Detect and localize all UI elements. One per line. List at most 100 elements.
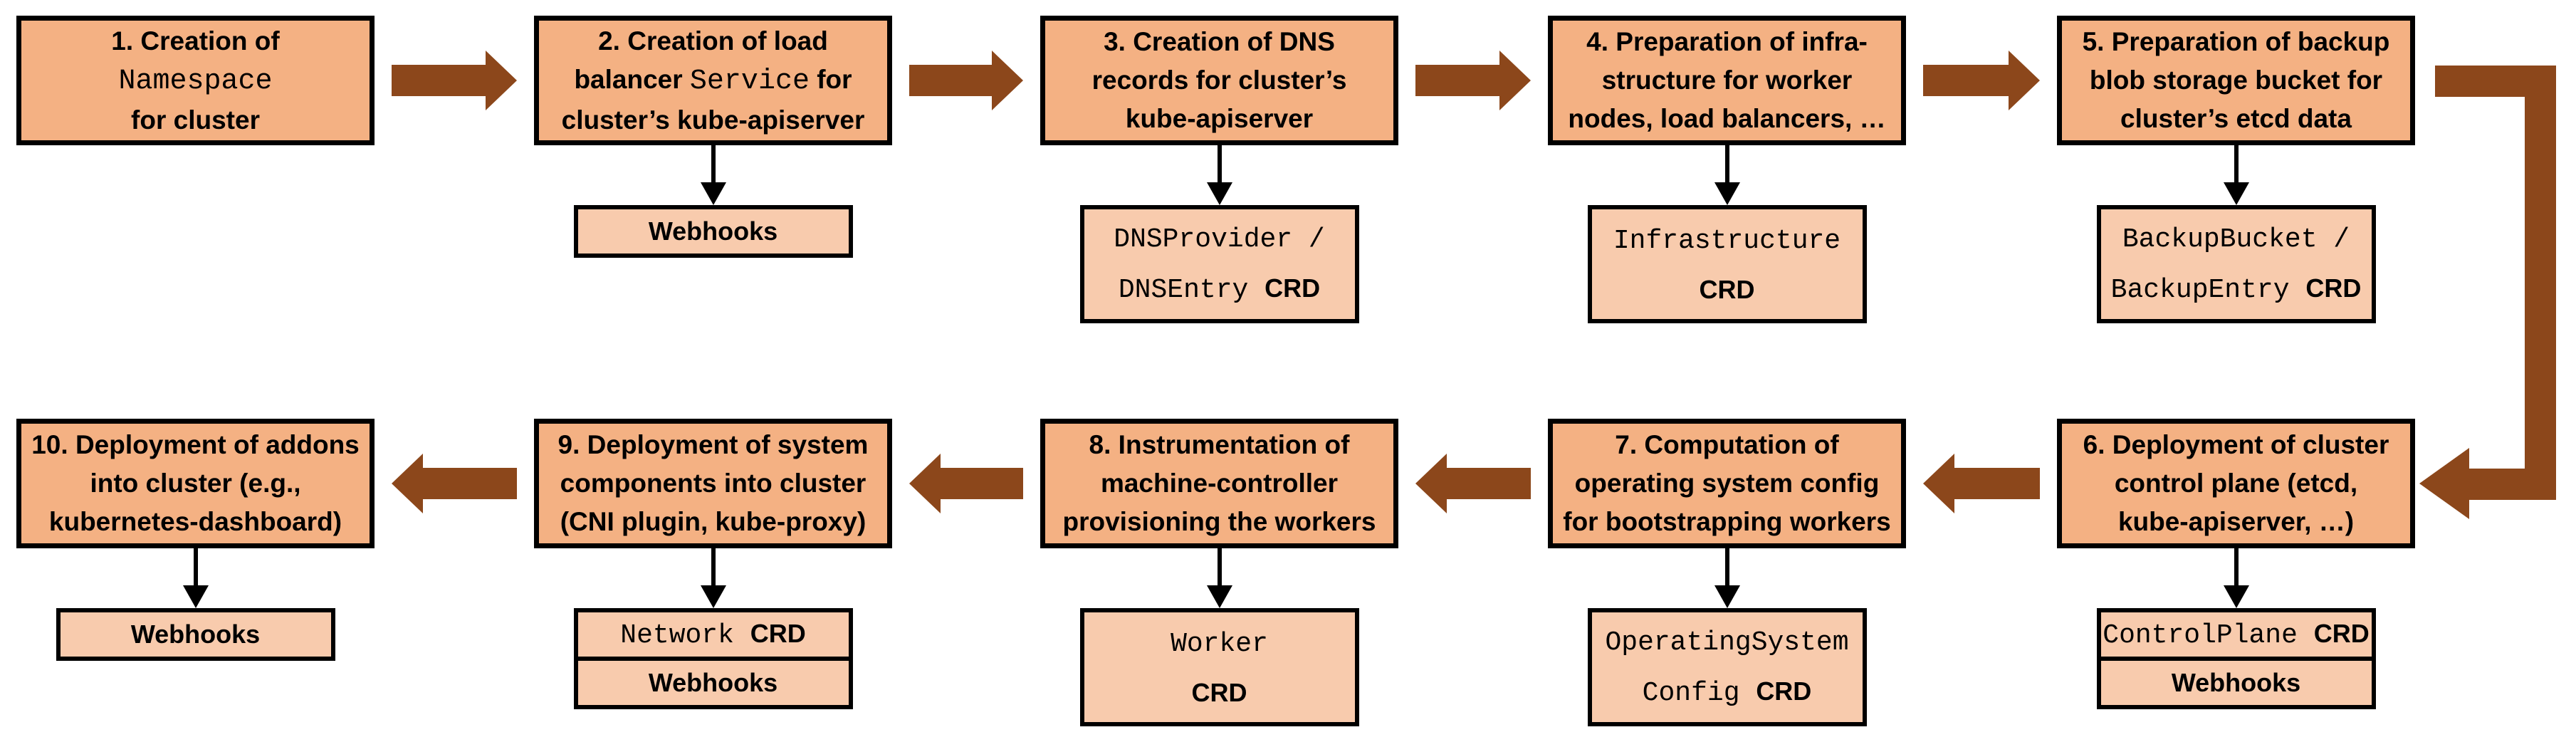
flow-arrow-1-2-head xyxy=(486,51,517,110)
label-text: CRD xyxy=(1699,274,1755,304)
text-line: kubernetes-dashboard) xyxy=(49,503,342,541)
text-line: CRD xyxy=(1192,669,1247,717)
down-arrowhead-9 xyxy=(700,585,726,608)
text-line: 9. Deployment of system xyxy=(558,426,869,464)
step-9-subbox-1: Network CRD xyxy=(573,608,853,661)
down-arrow-5 xyxy=(2234,145,2239,184)
down-arrowhead-4 xyxy=(1714,182,1740,205)
text-line: ControlPlane CRD xyxy=(2103,610,2369,660)
flow-arrow-6-7-head xyxy=(1923,454,1954,513)
flow-arrow-4-5-head xyxy=(2009,51,2040,110)
label-text: 6. Deployment of cluster xyxy=(2083,430,2389,459)
text-line: kube-apiserver, …) xyxy=(2118,503,2354,541)
label-text: Webhooks xyxy=(130,620,261,649)
label-text: balancer xyxy=(574,64,690,94)
flow-arrow-5-6-vertical xyxy=(2525,66,2556,500)
code-text: Worker xyxy=(1171,628,1268,659)
label-text: CRD xyxy=(1265,273,1321,303)
text-line: 8. Instrumentation of xyxy=(1089,426,1350,464)
step-9-box: 9. Deployment of system components into c… xyxy=(534,419,892,548)
down-arrow-3 xyxy=(1217,145,1222,184)
text-line: kube-apiserver xyxy=(1126,100,1313,138)
text-line: for cluster xyxy=(131,101,260,140)
text-line: CRD xyxy=(1700,266,1755,314)
label-text: 9. Deployment of system xyxy=(557,430,869,459)
text-line: 10. Deployment of addons xyxy=(31,426,360,464)
down-arrowhead-10 xyxy=(182,585,209,608)
label-text: CRD xyxy=(2305,273,2362,303)
flow-arrow-5-6-bottom xyxy=(2465,469,2556,500)
text-line: BackupEntry CRD xyxy=(2111,264,2362,315)
label-text: control plane (etcd, xyxy=(2114,469,2358,498)
text-line: Webhooks xyxy=(2172,659,2300,707)
text-line: Network CRD xyxy=(620,610,805,660)
down-arrowhead-6 xyxy=(2223,585,2249,608)
label-text: Webhooks xyxy=(2171,668,2301,697)
text-line: structure for worker xyxy=(1602,61,1853,100)
label-text: blob storage bucket for xyxy=(2089,66,2383,95)
text-line: components into cluster xyxy=(560,464,866,503)
text-line: 1. Creation of xyxy=(111,22,279,61)
down-arrow-10 xyxy=(193,548,198,587)
label-text: cluster’s kube-apiserver xyxy=(561,105,865,135)
label-text: (CNI plugin, kube-proxy) xyxy=(560,507,866,536)
text-line: cluster’s kube-apiserver xyxy=(562,101,865,140)
label-text: 5. Preparation of backup xyxy=(2082,27,2390,56)
text-line: OperatingSystem xyxy=(1605,617,1848,667)
flow-arrow-8-9-head xyxy=(909,454,941,513)
label-text: 8. Instrumentation of xyxy=(1089,430,1350,459)
text-line: Worker xyxy=(1171,618,1268,669)
label-text: CRD xyxy=(1756,676,1812,706)
step-5-box: 5. Preparation of backup blob storage buc… xyxy=(2057,16,2415,145)
text-line: 3. Creation of DNS xyxy=(1104,23,1335,61)
code-text: Namespace xyxy=(118,65,273,98)
label-text: CRD xyxy=(750,618,806,648)
step-9-subbox-2: Webhooks xyxy=(573,657,853,709)
code-text: Network xyxy=(620,620,750,651)
text-line: (CNI plugin, kube-proxy) xyxy=(560,503,866,541)
label-text: kubernetes-dashboard) xyxy=(48,507,342,536)
label-text: nodes, load balancers, … xyxy=(1568,104,1886,133)
text-line: 2. Creation of load xyxy=(598,22,828,61)
label-text: provisioning the workers xyxy=(1062,507,1376,536)
text-line: control plane (etcd, xyxy=(2115,464,2357,503)
text-line: for bootstrapping workers xyxy=(1563,503,1890,541)
label-text: structure for worker xyxy=(1601,66,1853,95)
text-line: cluster’s etcd data xyxy=(2120,100,2352,138)
code-text: BackupBucket / xyxy=(2122,224,2350,255)
text-line: Infrastructure xyxy=(1613,215,1841,266)
label-text: machine-controller xyxy=(1100,469,1339,498)
step-5-subbox-1: BackupBucket / BackupEntry CRD xyxy=(2096,205,2376,323)
step-4-box: 4. Preparation of infra-structure for wo… xyxy=(1548,16,1906,145)
step-8-box: 8. Instrumentation of machine-controller p… xyxy=(1040,419,1398,548)
text-line: records for cluster’s xyxy=(1092,61,1347,100)
down-arrowhead-5 xyxy=(2223,182,2249,205)
flow-arrow-3-4 xyxy=(1415,65,1502,96)
label-text: Webhooks xyxy=(648,668,778,697)
code-text: Config xyxy=(1642,678,1756,709)
down-arrowhead-2 xyxy=(700,182,726,205)
text-line: Webhooks xyxy=(649,659,777,707)
down-arrow-2 xyxy=(711,145,716,184)
text-line: 4. Preparation of infra- xyxy=(1586,23,1868,61)
down-arrow-7 xyxy=(1724,548,1729,587)
text-line: 7. Computation of xyxy=(1615,426,1838,464)
text-line: operating system config xyxy=(1575,464,1880,503)
flow-arrow-7-8-head xyxy=(1415,454,1447,513)
down-arrow-9 xyxy=(711,548,716,587)
step-6-box: 6. Deployment of cluster control plane (e… xyxy=(2057,419,2415,548)
text-line: Config CRD xyxy=(1643,667,1812,718)
code-text: OperatingSystem xyxy=(1605,627,1849,658)
code-text: BackupEntry xyxy=(2110,275,2306,305)
text-line: DNSProvider / xyxy=(1114,214,1324,264)
flow-arrow-1-2 xyxy=(392,65,488,96)
text-line: 6. Deployment of cluster xyxy=(2083,426,2389,464)
code-text: DNSProvider / xyxy=(1114,224,1325,255)
text-line: balancer Service for xyxy=(574,61,852,101)
